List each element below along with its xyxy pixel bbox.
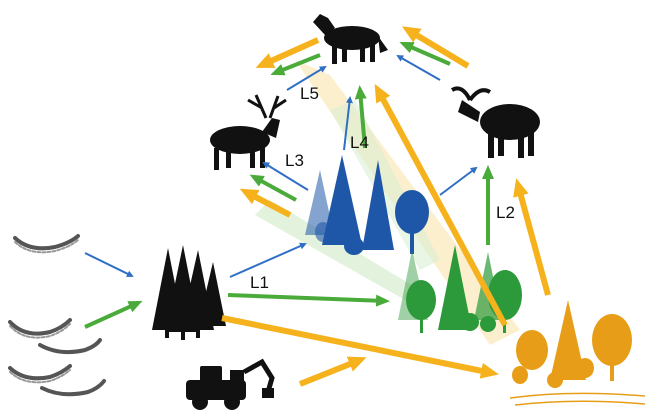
arrow-blue-forest-to-reindeer-l3 bbox=[262, 161, 309, 191]
arrow-tracks-to-dark-forest bbox=[84, 252, 134, 277]
arrow-orange-forest-to-moose bbox=[513, 178, 551, 296]
link-labels: L1 L2 L3 L4 L5 bbox=[250, 84, 515, 292]
arrow-tracks-to-dark-forest-green bbox=[84, 300, 143, 329]
label-l1: L1 bbox=[250, 273, 269, 292]
label-l5: L5 bbox=[300, 84, 319, 103]
blue-forest-icon bbox=[305, 155, 429, 255]
arrow-to-reindeer-yellow bbox=[239, 188, 292, 218]
orange-forest-icon bbox=[512, 300, 632, 388]
arrow-reindeer-to-wolf-l5 bbox=[286, 65, 327, 91]
wolf-icon bbox=[313, 14, 388, 64]
arrow-moose-to-wolf bbox=[396, 55, 441, 81]
arrow-to-wolf-green-left bbox=[270, 53, 321, 76]
arrow-up-l4-green bbox=[354, 85, 367, 149]
arrow-dark-forest-to-blue-forest bbox=[229, 242, 307, 278]
reindeer-icon bbox=[210, 94, 287, 170]
forest-harvester-icon bbox=[186, 358, 275, 410]
yellow-arrows bbox=[221, 26, 551, 387]
tracks-icon-middle bbox=[8, 318, 102, 355]
ground-lines bbox=[509, 392, 646, 406]
arrow-to-wolf-yellow-right bbox=[401, 26, 470, 69]
arrow-harvester-to-orange-forest bbox=[298, 356, 367, 387]
arrow-blue-forest-to-moose bbox=[439, 166, 478, 196]
tracks-icon-top bbox=[13, 234, 80, 254]
arrow-to-wolf-green-right bbox=[399, 42, 451, 66]
label-l2: L2 bbox=[496, 203, 515, 222]
label-l4: L4 bbox=[350, 133, 369, 152]
green-arrows bbox=[84, 42, 494, 329]
dark-conifer-forest-icon bbox=[152, 245, 226, 340]
arrow-orange-forest-to-wolf-diagonal bbox=[374, 83, 508, 327]
moose-icon bbox=[450, 86, 540, 158]
arrow-to-wolf-yellow-left bbox=[255, 37, 320, 68]
arrow-to-reindeer-green bbox=[249, 174, 297, 202]
arrow-dark-forest-to-orange-forest bbox=[221, 315, 499, 379]
tracks-icon-bottom bbox=[8, 364, 106, 397]
label-l3: L3 bbox=[285, 151, 304, 170]
arrow-dark-forest-to-green-forest-l1 bbox=[227, 293, 390, 307]
blue-arrows bbox=[84, 55, 478, 278]
arrow-blue-forest-up-l4 bbox=[343, 96, 353, 151]
